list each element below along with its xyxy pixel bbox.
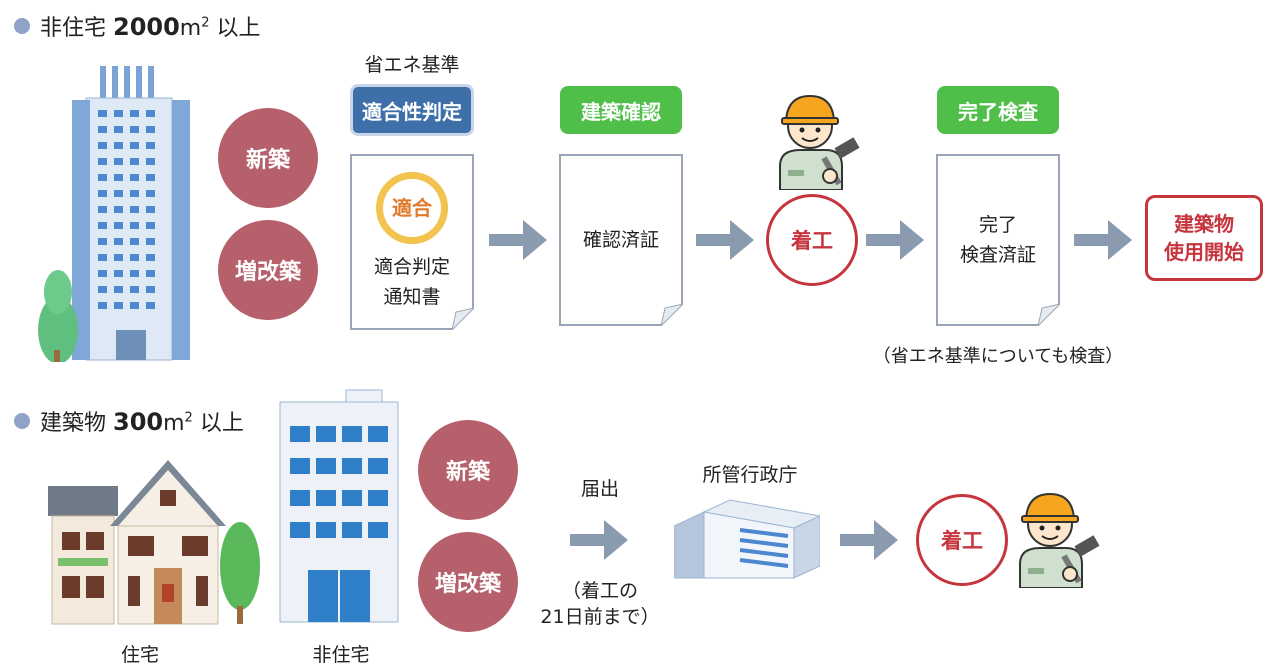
bullet-icon <box>14 18 30 34</box>
confirmation-certificate-document: 確認済証 <box>559 154 683 326</box>
house-icon <box>48 460 260 625</box>
notify-deadline-note: （着工の 21日前まで） <box>540 580 660 628</box>
conformity-notice-document: 適合 適合判定 通知書 <box>350 154 474 330</box>
start-work-circle: 着工 <box>766 194 858 286</box>
arrow-right-icon <box>489 220 547 260</box>
government-office-icon <box>674 499 820 579</box>
page-fold-icon <box>452 308 474 330</box>
page-fold-icon <box>1038 304 1060 326</box>
inspection-certificate-document: 完了 検査済証 <box>936 154 1060 326</box>
arrow-right-icon <box>866 220 924 260</box>
construction-worker-icon <box>1019 492 1100 588</box>
energy-standard-label: 省エネ基準 <box>364 54 460 76</box>
new-build-circle: 新築 <box>418 420 518 520</box>
non-residential-building-icon <box>279 389 399 623</box>
arrow-right-icon <box>570 520 628 560</box>
completion-inspection-badge: 完了検査 <box>937 86 1059 134</box>
non-residential-label: 非住宅 <box>312 644 370 666</box>
bullet-icon <box>14 413 30 429</box>
section1-heading: 非住宅 2000m2 以上 <box>14 10 261 42</box>
start-work-circle: 着工 <box>916 494 1008 586</box>
arrow-right-icon <box>1074 220 1132 260</box>
extension-circle: 増改築 <box>218 220 318 320</box>
authority-label: 所管行政庁 <box>702 464 798 486</box>
conform-stamp: 適合 <box>376 172 448 244</box>
house-label: 住宅 <box>120 644 159 666</box>
building-use-start-box: 建築物 使用開始 <box>1145 195 1263 281</box>
arrow-right-icon <box>696 220 754 260</box>
building-confirmation-badge: 建築確認 <box>560 86 682 134</box>
inspection-note: （省エネ基準についても検査） <box>872 346 1124 367</box>
arrow-right-icon <box>840 520 898 560</box>
notify-label: 届出 <box>580 478 619 500</box>
extension-circle: 増改築 <box>418 532 518 632</box>
conformity-check-badge: 適合性判定 <box>350 84 474 136</box>
section2-heading: 建築物 300m2 以上 <box>14 405 244 437</box>
new-build-circle: 新築 <box>218 108 318 208</box>
office-tower-icon <box>38 66 190 362</box>
construction-worker-icon <box>779 94 860 190</box>
page-fold-icon <box>661 304 683 326</box>
